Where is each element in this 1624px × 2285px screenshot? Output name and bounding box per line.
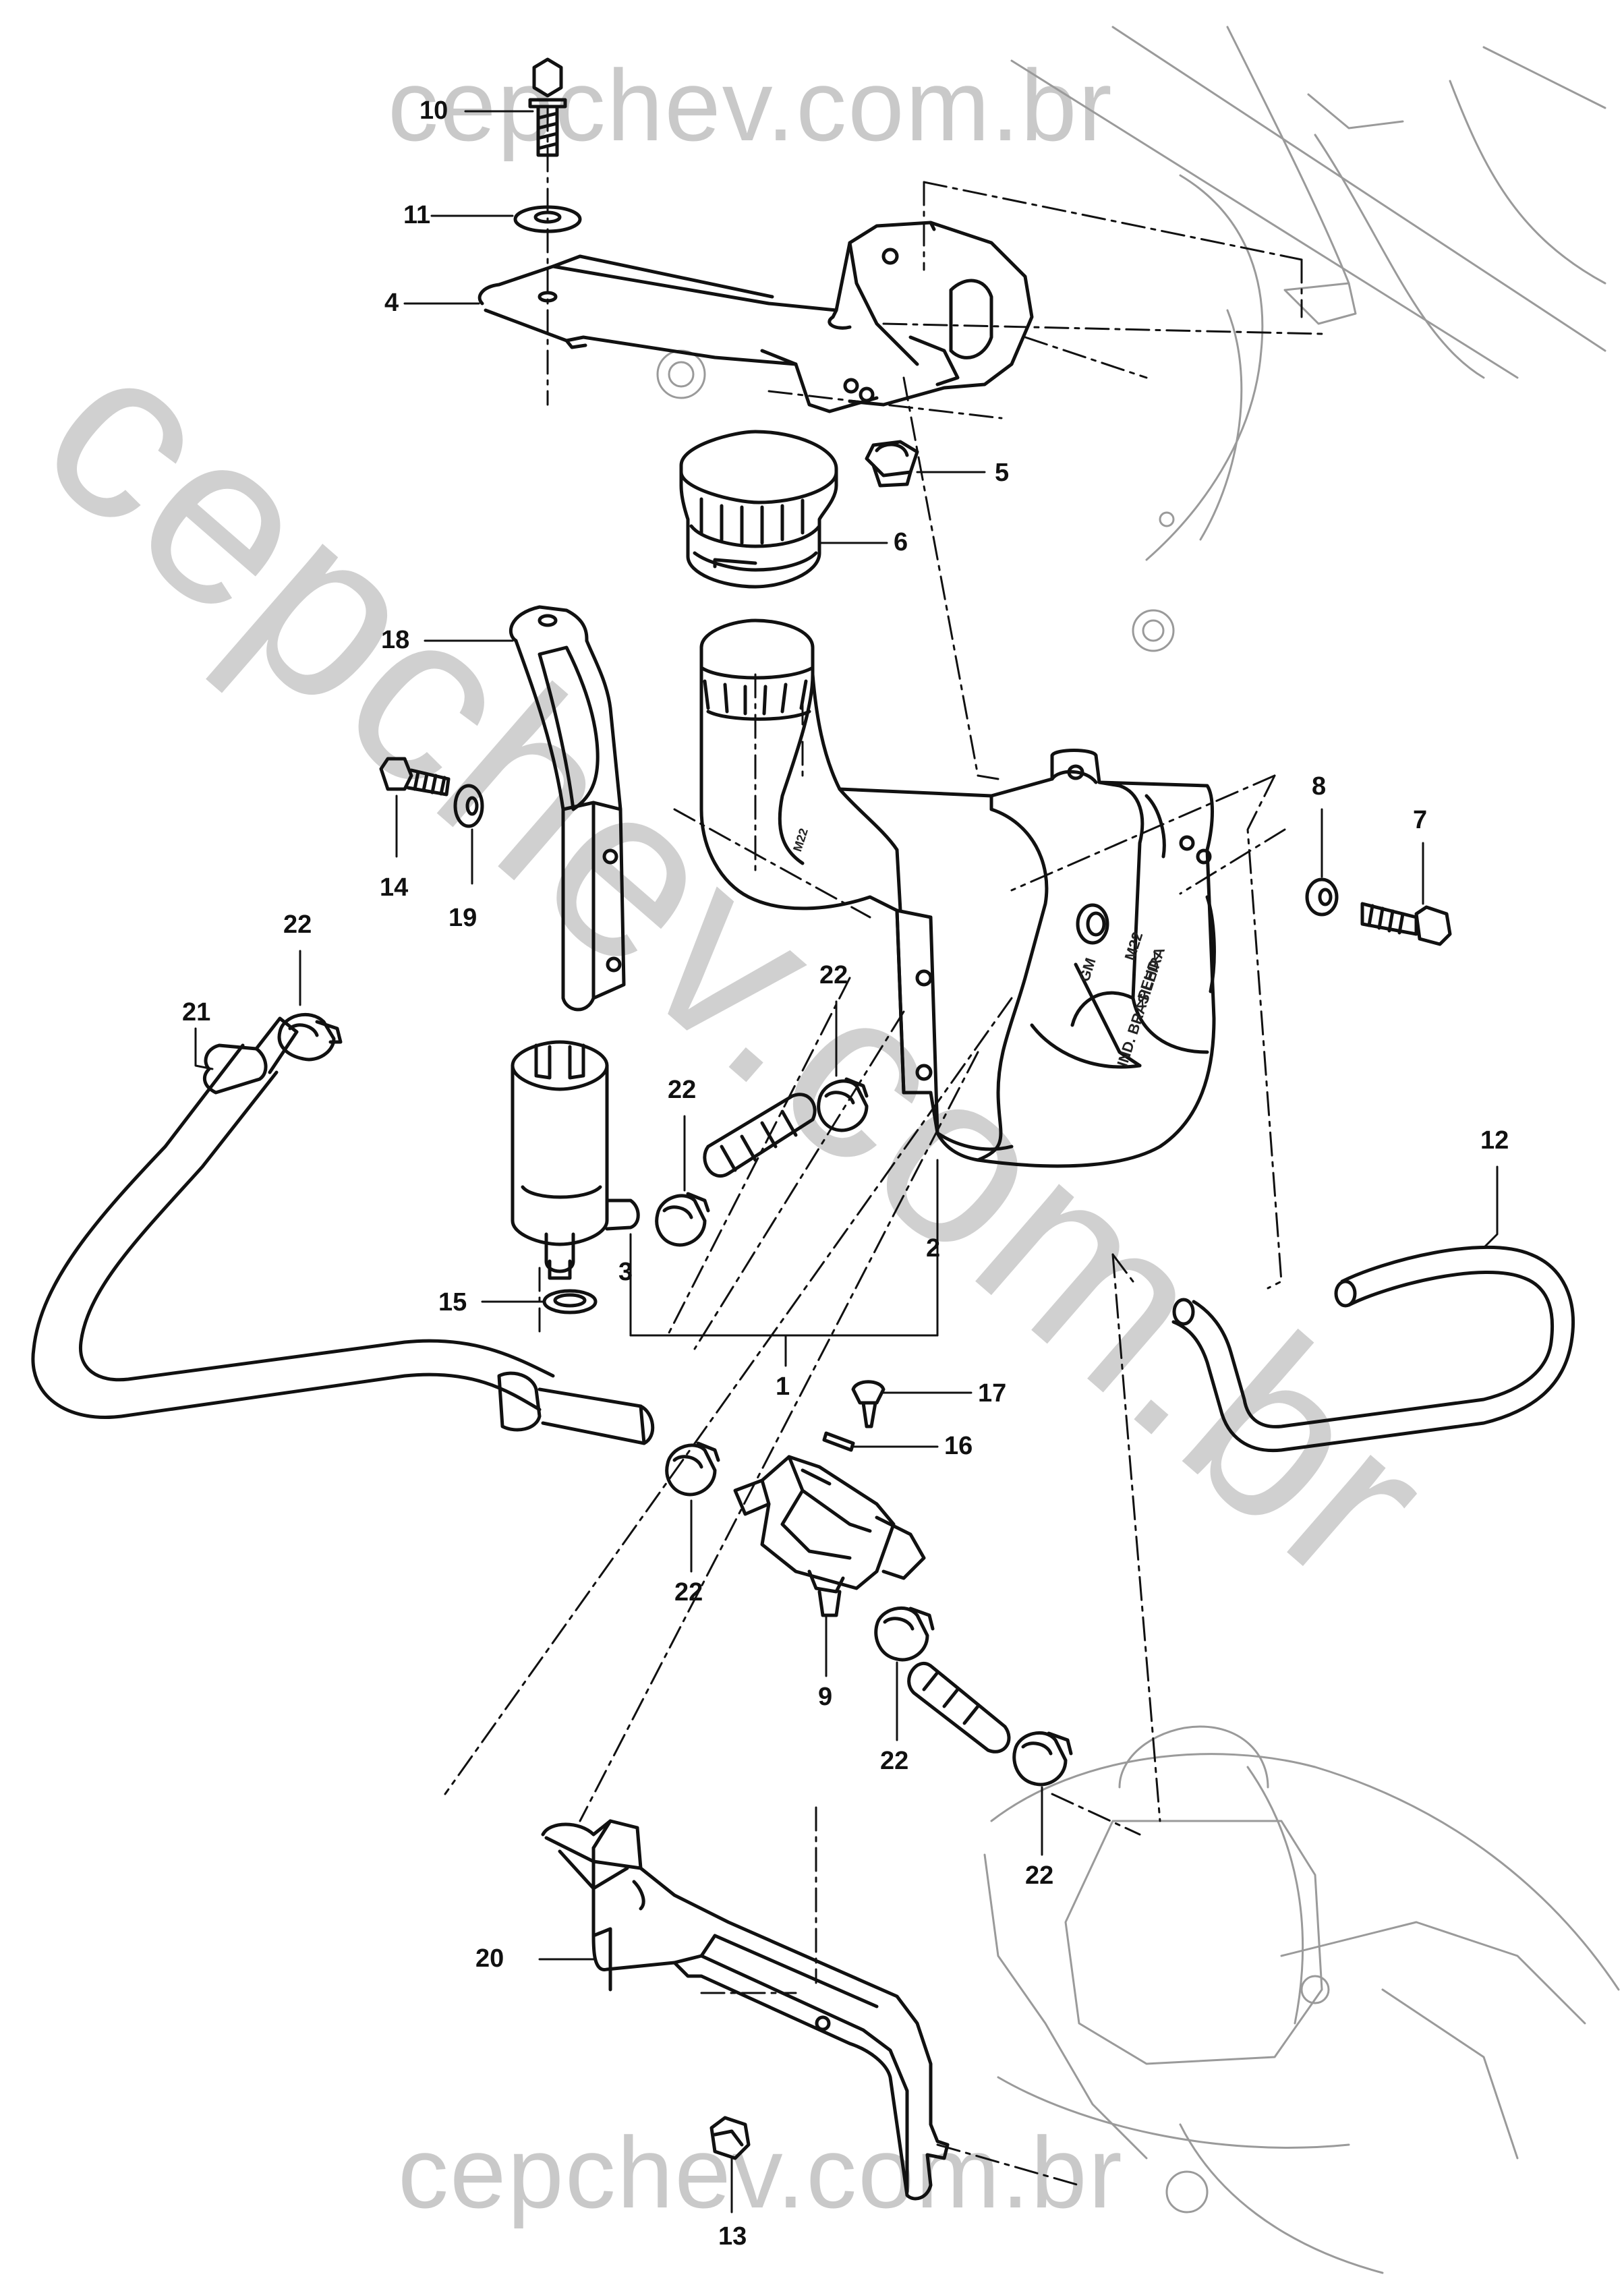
callout-22-b: 22 bbox=[283, 910, 312, 939]
callout-3: 3 bbox=[618, 1258, 633, 1286]
callout-14: 14 bbox=[380, 873, 409, 902]
callout-6: 6 bbox=[894, 528, 908, 556]
callout-20: 20 bbox=[475, 1944, 504, 1973]
callout-12: 12 bbox=[1480, 1126, 1509, 1155]
callout-leaders bbox=[194, 110, 1499, 2214]
callout-19: 19 bbox=[448, 904, 477, 932]
callout-13: 13 bbox=[718, 2222, 747, 2251]
vertical-bracket-18 bbox=[509, 605, 626, 1012]
hose-clamp-22b bbox=[817, 1077, 869, 1132]
washer-pump-3 bbox=[511, 1040, 640, 1280]
washer-11 bbox=[513, 205, 582, 233]
callout-5: 5 bbox=[995, 459, 1010, 487]
callout-22-a: 22 bbox=[819, 961, 848, 989]
hose-clamp-22f bbox=[1012, 1731, 1073, 1787]
callout-15: 15 bbox=[438, 1288, 467, 1317]
hose-sleeve-upper bbox=[703, 1093, 817, 1178]
callout-1: 1 bbox=[776, 1372, 790, 1401]
hose-clamp-22c bbox=[655, 1192, 710, 1247]
callout-2: 2 bbox=[926, 1234, 941, 1263]
upper-bracket-4 bbox=[477, 221, 1034, 413]
callout-22-f: 22 bbox=[1025, 1861, 1054, 1890]
washer-19 bbox=[453, 784, 484, 828]
hose-clamp-22d bbox=[665, 1441, 720, 1497]
callout-4: 4 bbox=[384, 289, 399, 317]
callout-16: 16 bbox=[944, 1432, 973, 1460]
callout-21: 21 bbox=[182, 998, 211, 1026]
o-ring-15 bbox=[542, 1289, 598, 1314]
pin-16 bbox=[822, 1431, 855, 1452]
callout-17: 17 bbox=[978, 1379, 1007, 1408]
assembly-leader-lines bbox=[444, 107, 1323, 2187]
push-clip-17 bbox=[851, 1380, 886, 1428]
callout-22-c: 22 bbox=[668, 1076, 697, 1104]
callout-22-d: 22 bbox=[674, 1578, 703, 1607]
bolt-7 bbox=[1360, 902, 1452, 946]
ghost-body-structure-top bbox=[656, 26, 1606, 652]
callout-18: 18 bbox=[381, 626, 410, 654]
hose-sleeve-lower bbox=[907, 1661, 1011, 1754]
callout-9: 9 bbox=[818, 1683, 833, 1711]
callout-11: 11 bbox=[403, 201, 431, 229]
hose-12 bbox=[1171, 1245, 1575, 1453]
hose-21 bbox=[31, 1016, 655, 1445]
reservoir-cap-6 bbox=[679, 430, 838, 589]
hose-clamp-22a bbox=[277, 1012, 343, 1062]
callout-10: 10 bbox=[419, 96, 448, 125]
nut-13 bbox=[709, 2116, 751, 2160]
reservoir-tank-2 bbox=[699, 618, 1216, 1168]
washer-8 bbox=[1305, 877, 1339, 917]
bolt-10 bbox=[528, 57, 567, 157]
watermark-top: cepchev.com.br bbox=[388, 49, 1113, 162]
check-valve-9 bbox=[733, 1455, 926, 1617]
callout-22-e: 22 bbox=[880, 1747, 909, 1775]
lower-bracket-20 bbox=[541, 1819, 950, 2201]
bolt-14 bbox=[379, 757, 451, 797]
nut-5 bbox=[865, 440, 919, 488]
callout-8: 8 bbox=[1312, 772, 1327, 801]
callout-7: 7 bbox=[1413, 806, 1428, 834]
watermark-bottom: cepchev.com.br bbox=[398, 2116, 1124, 2229]
hose-clamp-22e bbox=[874, 1606, 935, 1662]
ghost-reservoir-bottom bbox=[983, 1725, 1620, 2274]
